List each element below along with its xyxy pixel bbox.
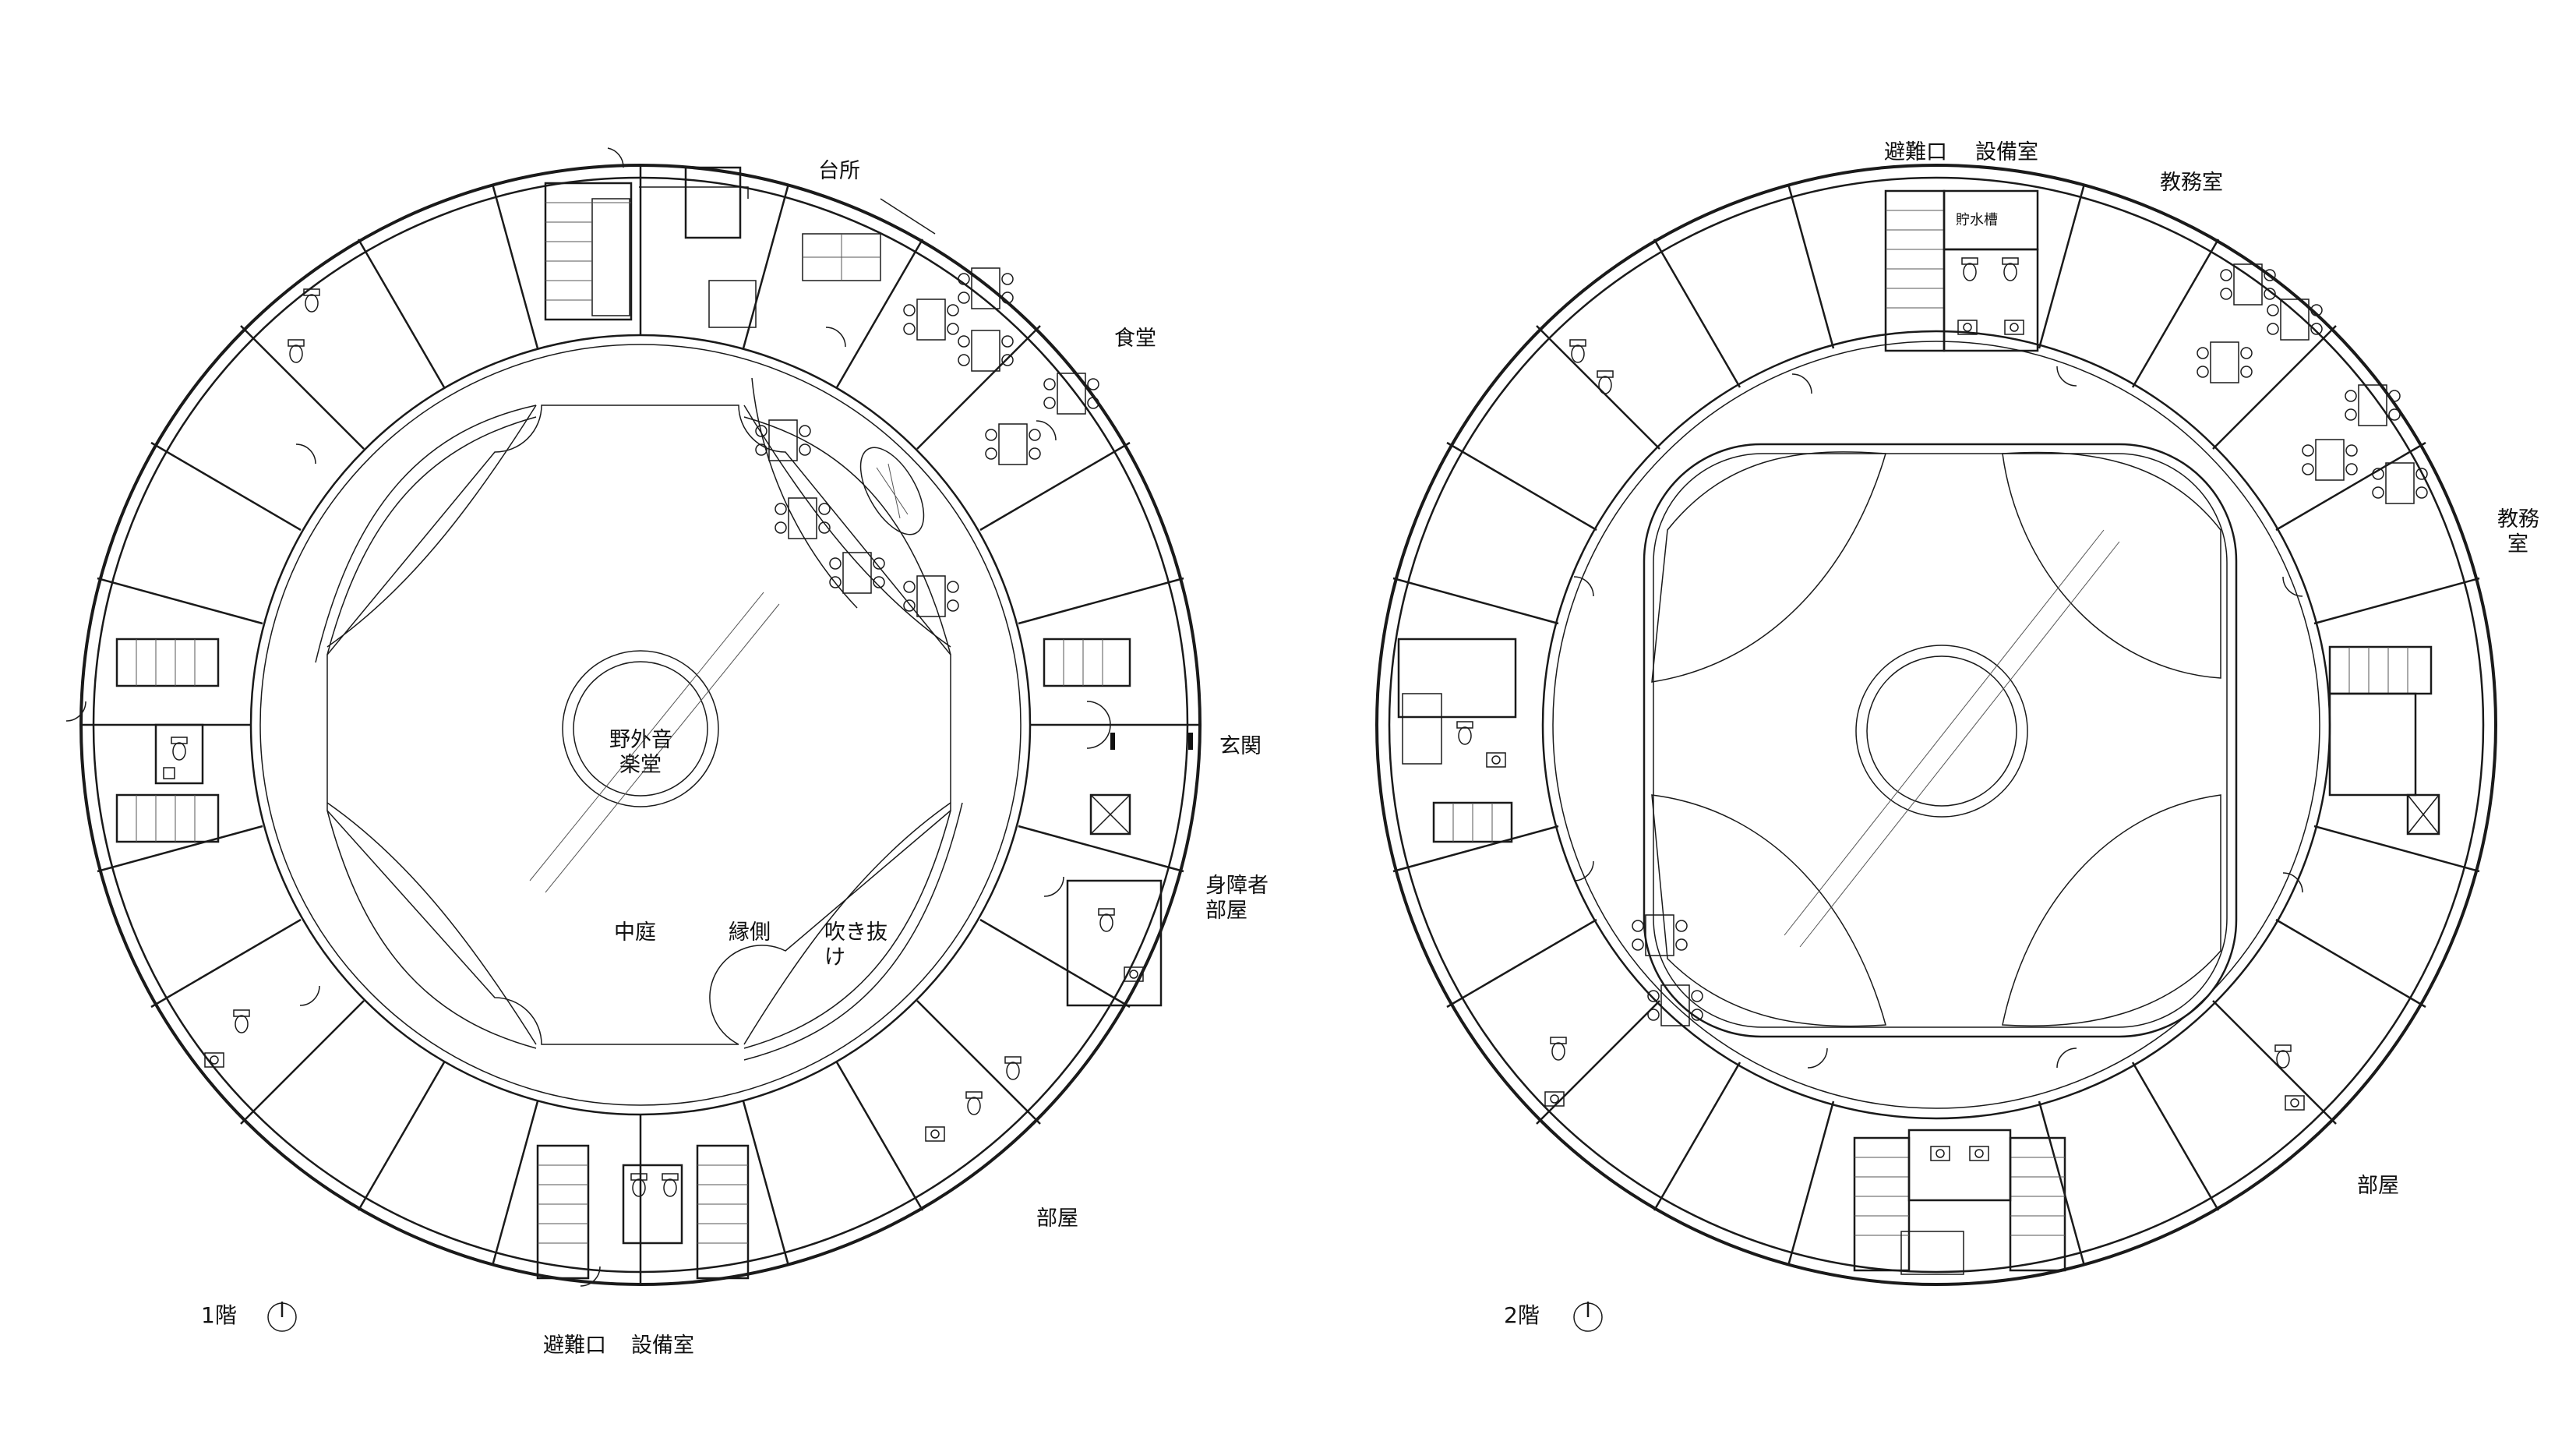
void-rings <box>315 405 963 1061</box>
label-equipment-2f: 設備室 <box>1975 140 2038 164</box>
door-swings-2f <box>1573 366 2303 1069</box>
label-accessible-room-line2: 部屋 <box>1205 899 1247 923</box>
label-stage-line1: 野外音 <box>609 728 672 752</box>
corridor-ring <box>249 334 1032 1116</box>
north-arrow-icon <box>267 1302 297 1332</box>
label-staff-room-north: 教務室 <box>2160 171 2223 195</box>
north-stair-core <box>544 166 757 328</box>
label-equipment-1f: 設備室 <box>631 1334 694 1358</box>
label-room-1f: 部屋 <box>1036 1206 1078 1231</box>
central-void-2f <box>1643 443 2238 1038</box>
north-arrow-icon-2f <box>1573 1302 1603 1332</box>
second-floor-plan <box>1375 164 2497 1286</box>
east-entrance <box>1043 638 1193 836</box>
label-staff-room-east-line2: 室 <box>2507 532 2528 556</box>
first-floor-plan <box>65 147 1202 1287</box>
accessible-room <box>1066 879 1163 1007</box>
outer-wall-2f <box>1375 164 2497 1286</box>
plan-title-2f: 2階 <box>1504 1302 1540 1328</box>
west-core-2f <box>1397 638 1517 843</box>
room-partitions-2f <box>1392 183 2480 1267</box>
plan-title-1f: 1階 <box>201 1302 237 1328</box>
south-stair-core <box>536 1144 750 1280</box>
label-courtyard: 中庭 <box>614 920 656 945</box>
label-water-tank: 貯水槽 <box>1956 212 1998 228</box>
room-partitions <box>81 165 1200 1284</box>
label-void-line1: 吹き抜 <box>824 920 887 945</box>
label-stage-line2: 楽堂 <box>619 753 662 777</box>
north-core-2f <box>1884 189 2039 352</box>
west-stair-core <box>115 638 220 843</box>
label-accessible-room-line1: 身障者 <box>1205 874 1269 898</box>
label-exit-2f: 避難口 <box>1884 140 1947 164</box>
east-stair-2f <box>2328 645 2440 836</box>
room-fixtures-2f <box>1544 339 2305 1111</box>
label-exit-1f: 避難口 <box>543 1334 606 1358</box>
south-core-2f <box>1853 1129 2066 1275</box>
label-staff-room-east-line1: 教務 <box>2497 507 2539 532</box>
label-veranda: 縁側 <box>729 920 771 945</box>
courtyard <box>326 405 951 1045</box>
door-swings <box>65 147 1064 1287</box>
dining-hall <box>639 186 1099 617</box>
label-dining: 食堂 <box>1114 327 1156 351</box>
label-entrance: 玄関 <box>1219 734 1262 758</box>
label-void-line2: け <box>824 945 845 970</box>
label-kitchen: 台所 <box>818 159 860 183</box>
staff-room-furniture <box>2197 263 2428 504</box>
label-room-2f: 部屋 <box>2357 1174 2399 1198</box>
